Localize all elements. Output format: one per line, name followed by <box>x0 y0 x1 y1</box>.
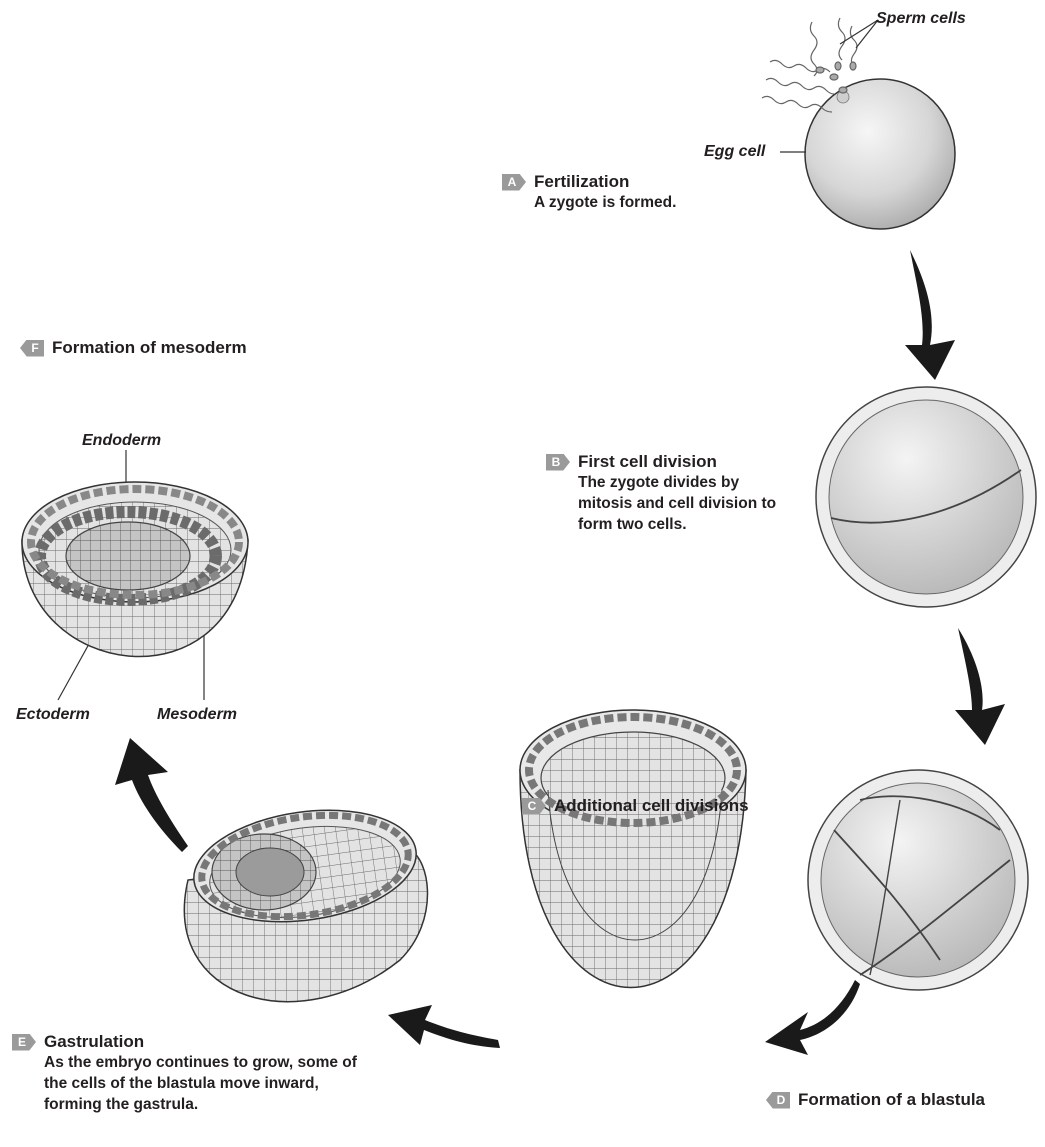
arrow-d-to-e <box>388 1005 500 1048</box>
stage-c-additional-divisions: C Additional cell divisions <box>522 796 749 816</box>
two-cell-embryo-illustration <box>816 387 1036 607</box>
stage-a-tag: A <box>502 174 526 191</box>
stage-c-tag: C <box>522 798 546 815</box>
stage-a-fertilization: A Fertilization A zygote is formed. <box>502 172 676 213</box>
ectoderm-label: Ectoderm <box>16 706 90 724</box>
stage-b-tag: B <box>546 454 570 471</box>
stage-f-mesoderm: F Formation of mesoderm <box>20 338 247 358</box>
four-cell-embryo-illustration <box>808 770 1028 990</box>
stage-d-title: Formation of a blastula <box>798 1090 985 1109</box>
blastula-illustration <box>520 710 746 988</box>
sperm-cells-label: Sperm cells <box>876 10 966 28</box>
arrow-e-to-f <box>115 738 188 852</box>
endoderm-label: Endoderm <box>82 432 161 450</box>
egg-cell-illustration <box>805 79 955 229</box>
stage-b-title: First cell division <box>578 452 717 471</box>
stage-c-title: Additional cell divisions <box>554 796 749 815</box>
arrow-c-to-d <box>765 980 860 1055</box>
stage-f-tag: F <box>20 340 44 357</box>
gastrula-illustration <box>184 797 427 1002</box>
stage-d-tag: D <box>766 1092 790 1109</box>
stage-f-title: Formation of mesoderm <box>52 338 247 357</box>
stage-e-title: Gastrulation <box>44 1032 144 1051</box>
stage-e-desc: As the embryo continues to grow, some of… <box>44 1052 374 1115</box>
mesoderm-embryo-illustration <box>22 482 248 657</box>
stage-b-desc: The zygote divides by mitosis and cell d… <box>578 472 778 535</box>
mesoderm-label: Mesoderm <box>157 706 237 724</box>
arrow-a-to-b <box>905 250 955 380</box>
stage-a-title: Fertilization <box>534 172 629 191</box>
stage-e-tag: E <box>12 1034 36 1051</box>
stage-a-desc: A zygote is formed. <box>534 192 676 213</box>
stage-b-first-division: B First cell division The zygote divides … <box>546 452 786 535</box>
stage-d-blastula: D Formation of a blastula <box>766 1090 985 1110</box>
stage-e-gastrulation: E Gastrulation As the embryo continues to… <box>12 1032 392 1115</box>
arrow-b-to-c <box>955 628 1005 745</box>
egg-cell-label: Egg cell <box>704 143 765 161</box>
